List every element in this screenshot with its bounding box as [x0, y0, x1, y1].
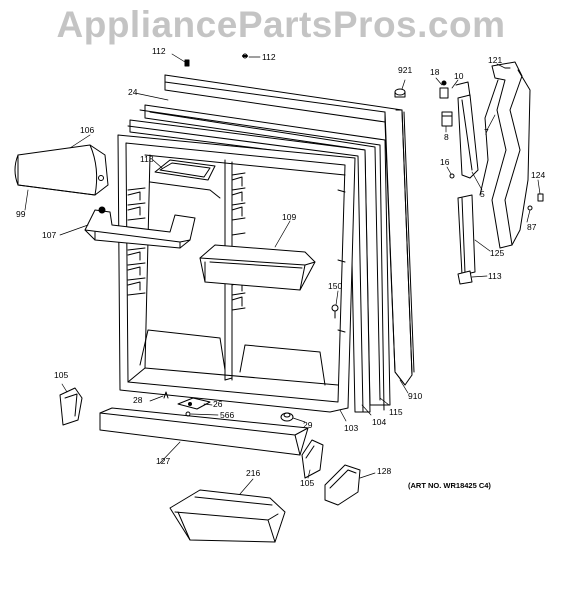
callout-5: 5	[480, 189, 485, 199]
callout-29: 29	[303, 420, 313, 430]
part-125-handle-bar	[457, 194, 476, 276]
part-118-shelf	[149, 159, 221, 199]
callout-910: 910	[408, 391, 423, 401]
callout-118: 118	[140, 154, 154, 164]
callout-87: 87	[527, 222, 537, 232]
callout-121: 121	[488, 55, 503, 65]
door-outer-panel	[164, 74, 415, 386]
callout-566: 566	[220, 410, 235, 420]
callout-216: 216	[246, 468, 261, 478]
part-5-hinge-bracket	[455, 81, 479, 179]
callout-113: 113	[488, 271, 502, 281]
part-128-bracket	[324, 464, 361, 506]
part-18-10-hinge-pin	[439, 80, 449, 99]
callout-8: 8	[444, 132, 449, 142]
callout-18: 18	[430, 67, 440, 77]
callout-28: 28	[133, 395, 143, 405]
callout-128: 128	[377, 466, 392, 476]
callout-10: 10	[454, 71, 464, 81]
callout-112: 112	[152, 46, 166, 56]
part-26-plate	[177, 397, 211, 410]
callout-127: 127	[156, 456, 171, 466]
part-150-screw	[331, 304, 339, 319]
part-113-end-cap	[457, 270, 473, 285]
part-7-121-door-bar	[479, 61, 531, 249]
callout-105: 105	[54, 370, 69, 380]
part-127-shelf	[99, 407, 309, 456]
callout-107: 107	[42, 230, 57, 240]
part-566-screw	[185, 411, 191, 417]
part-124-clip	[537, 193, 544, 202]
door-gasket-inner	[127, 119, 371, 413]
leader-lines	[24, 53, 541, 495]
callout-7: 7	[484, 127, 489, 137]
part-105-left	[59, 387, 83, 426]
watermark-text: AppliancePartsPros.com	[56, 4, 506, 45]
callout-26: 26	[213, 399, 223, 409]
art-number: (ART NO. WR18425 C4)	[408, 481, 491, 490]
part-29-foot	[280, 412, 294, 422]
callout-112: 112	[262, 52, 276, 62]
part-216-crisper	[169, 489, 286, 543]
part-87-screw	[527, 205, 533, 211]
callout-24: 24	[128, 87, 138, 97]
part-109-bin	[199, 244, 316, 291]
callout-99: 99	[16, 209, 26, 219]
part-106-bin	[14, 144, 109, 196]
part-921-plug	[394, 88, 406, 98]
callout-105: 105	[300, 478, 315, 488]
callout-921: 921	[398, 65, 413, 75]
part-28-clip	[163, 391, 169, 399]
part-8-bushing	[441, 111, 453, 127]
callout-109: 109	[282, 212, 297, 222]
callout-106: 106	[80, 125, 95, 135]
callout-124: 124	[531, 170, 546, 180]
part-112-screws	[184, 53, 248, 67]
callout-104: 104	[372, 417, 387, 427]
part-105-right	[301, 439, 324, 479]
callout-16: 16	[440, 157, 450, 167]
callout-125: 125	[490, 248, 505, 258]
callout-103: 103	[344, 423, 359, 433]
part-107-shelf	[84, 206, 196, 249]
callout-150: 150	[328, 281, 343, 291]
callout-115: 115	[389, 407, 403, 417]
part-16-screw	[449, 173, 455, 179]
